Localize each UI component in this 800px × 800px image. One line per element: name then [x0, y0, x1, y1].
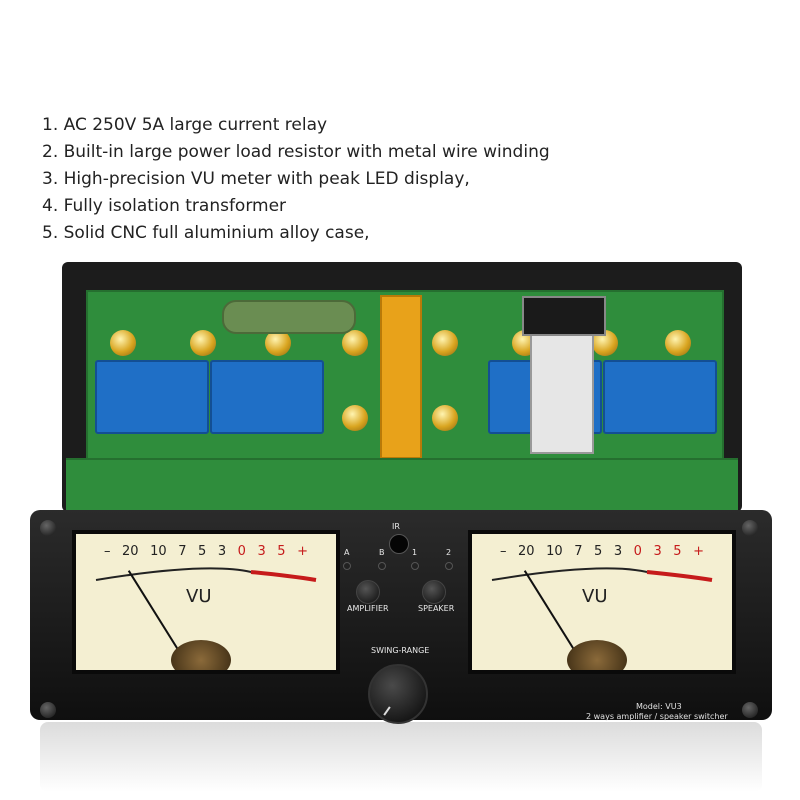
feature-item: 4. Fully isolation transformer	[42, 196, 287, 216]
speaker-terminal	[110, 330, 136, 356]
speaker-terminal	[342, 330, 368, 356]
screw	[742, 702, 758, 718]
scale-mark: 5	[198, 544, 207, 559]
ir-receiver	[389, 534, 409, 554]
scale-mark: 10	[546, 544, 563, 559]
feature-item: 2. Built-in large power load resistor wi…	[42, 142, 550, 162]
scale-mark: –	[104, 544, 111, 559]
scale-mark: 7	[574, 544, 583, 559]
vu-label: VU	[186, 586, 212, 607]
scale-mark: 5	[594, 544, 603, 559]
scale-mark: 3	[257, 544, 266, 559]
speaker-terminal	[190, 330, 216, 356]
output-1-label: 1	[412, 548, 418, 557]
speaker-terminal	[432, 405, 458, 431]
scale-mark: 3	[653, 544, 662, 559]
vu-label: VU	[582, 586, 608, 607]
scale-mark: 5	[277, 544, 286, 559]
scale-mark: +	[297, 544, 308, 559]
meter-scale: – 20 10 7 5 3 0 3 5 +	[482, 544, 722, 566]
scale-mark: 20	[518, 544, 535, 559]
screw	[40, 702, 56, 718]
scale-mark: 0	[237, 544, 246, 559]
output-2-label: 2	[446, 548, 452, 557]
scale-mark: 7	[178, 544, 187, 559]
speaker-terminal	[265, 330, 291, 356]
relay	[603, 360, 717, 434]
screw	[742, 520, 758, 536]
speaker-terminal	[342, 405, 368, 431]
amplifier-label: AMPLIFIER	[347, 604, 389, 613]
scale-mark: 3	[217, 544, 227, 559]
relay	[210, 360, 324, 434]
needle-hub	[171, 640, 231, 670]
amplifier-button[interactable]	[356, 580, 380, 604]
meter-board	[66, 458, 738, 518]
swing-range-label: SWING-RANGE	[371, 646, 430, 655]
scale-mark: 10	[150, 544, 167, 559]
speaker-terminal	[665, 330, 691, 356]
ribbon-connector	[522, 296, 606, 336]
scale-mark: 3	[613, 544, 623, 559]
needle-hub	[567, 640, 627, 670]
main-relay	[380, 295, 422, 459]
output-1-led	[411, 562, 419, 570]
input-a-label: A	[344, 548, 350, 557]
input-a-led	[343, 562, 351, 570]
relay	[95, 360, 209, 434]
scale-mark: 0	[633, 544, 642, 559]
scale-mark: +	[693, 544, 704, 559]
scale-mark: –	[500, 544, 507, 559]
input-b-led	[378, 562, 386, 570]
load-resistor	[222, 300, 356, 334]
swing-range-knob[interactable]	[368, 664, 428, 724]
meter-scale: – 20 10 7 5 3 0 3 5 +	[86, 544, 326, 566]
speaker-terminal	[432, 330, 458, 356]
input-b-label: B	[379, 548, 385, 557]
feature-item: 3. High-precision VU meter with peak LED…	[42, 169, 470, 189]
speaker-label: SPEAKER	[418, 604, 455, 613]
scale-mark: 5	[673, 544, 682, 559]
ir-label: IR	[392, 522, 400, 531]
reflection	[40, 722, 762, 792]
feature-list: 1. AC 250V 5A large current relay 2. Bui…	[42, 112, 742, 247]
meter-arc	[491, 567, 713, 582]
meter-arc	[95, 567, 317, 582]
scale-mark: 20	[122, 544, 139, 559]
screw	[40, 520, 56, 536]
model-description: 2 ways amplifier / speaker switcher	[586, 712, 728, 721]
feature-item: 1. AC 250V 5A large current relay	[42, 115, 328, 135]
vu-meter-left: – 20 10 7 5 3 0 3 5 + VU	[72, 530, 340, 674]
feature-item: 5. Solid CNC full aluminium alloy case,	[42, 223, 370, 243]
output-2-led	[445, 562, 453, 570]
vu-meter-right: – 20 10 7 5 3 0 3 5 + VU	[468, 530, 736, 674]
speaker-button[interactable]	[422, 580, 446, 604]
model-name: Model: VU3	[636, 702, 682, 711]
